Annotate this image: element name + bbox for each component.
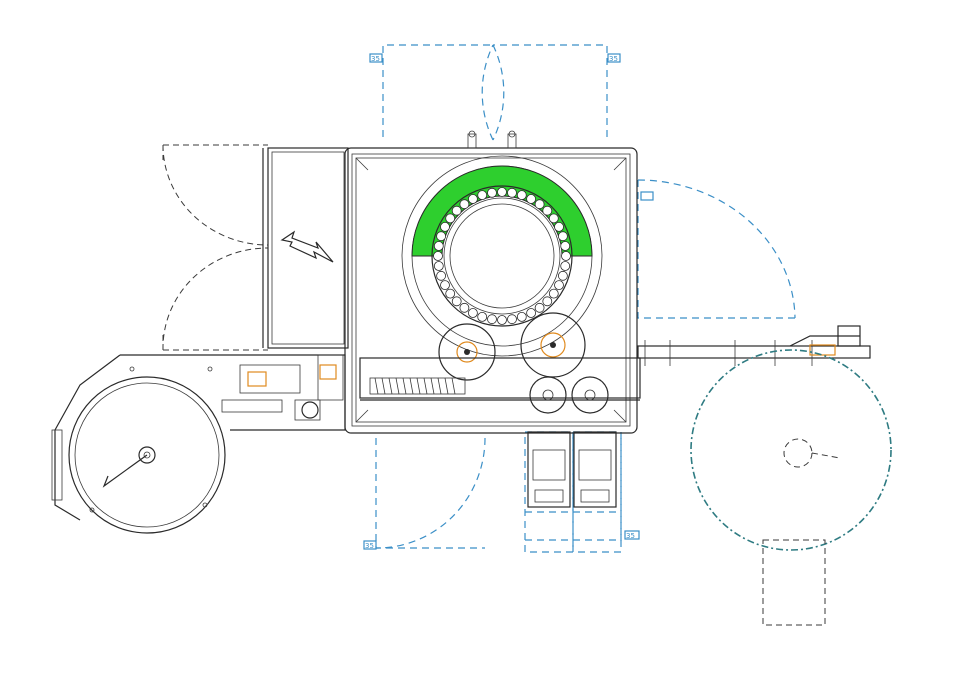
starwheel-pocket	[477, 190, 488, 201]
starwheel-pocket	[558, 270, 568, 281]
starwheel-pocket	[526, 194, 536, 204]
electric-hazard-icon	[280, 230, 334, 263]
starwheel-pocket	[440, 280, 450, 291]
green-pocket-zone	[411, 165, 593, 257]
door-swing-bottom: 35 35	[363, 431, 640, 553]
feed-screw	[359, 357, 641, 401]
starwheel-pocket	[433, 241, 444, 251]
door-swing-top: 35 35	[369, 44, 621, 141]
starwheel-pocket	[554, 221, 564, 232]
starwheel-pocket	[487, 187, 497, 198]
door-tag-top-left	[369, 53, 383, 63]
door-swing-left	[162, 144, 269, 351]
label-reel-right	[690, 349, 892, 626]
starwheel-pocket	[558, 231, 568, 242]
starwheel-pocket	[459, 199, 470, 210]
starwheel-pocket	[445, 213, 456, 224]
starwheel-pocket	[534, 199, 545, 210]
starwheel-pocket	[561, 251, 571, 261]
main-starwheel	[401, 155, 603, 357]
door-tag-bottom-left-label: 35	[365, 542, 374, 550]
starwheel-pocket	[467, 308, 478, 318]
starwheel-pocket	[542, 296, 553, 307]
starwheel-pocket	[451, 296, 462, 307]
door-tag-top-right-label: 35	[609, 55, 618, 63]
door-tag-bottom-right-label: 35	[626, 532, 635, 540]
door-swing-right	[637, 179, 796, 319]
starwheel-pocket	[487, 314, 497, 325]
starwheel-pocket	[459, 302, 470, 313]
transfer-starwheels	[438, 312, 609, 414]
door-tag-top-right	[607, 53, 621, 63]
starwheel-pocket	[436, 231, 447, 242]
main-enclosure	[344, 130, 638, 434]
label-unwinder	[51, 354, 346, 534]
starwheel-pocket	[433, 261, 444, 271]
starwheel-pocket	[526, 308, 536, 318]
door-tag-top-left-label: 35	[371, 55, 380, 63]
starwheel-pocket	[507, 187, 517, 198]
starwheel-pocket	[516, 311, 527, 322]
starwheel-pocket	[516, 190, 527, 201]
starwheel-pocket	[477, 311, 488, 322]
starwheel-pocket	[445, 288, 456, 299]
starwheel-pocket	[497, 315, 507, 325]
starwheel-pocket	[497, 187, 507, 197]
starwheel-pocket	[560, 241, 571, 251]
starwheel-pockets	[433, 187, 571, 325]
starwheel-pocket	[436, 270, 447, 281]
starwheel-pocket	[467, 194, 478, 204]
starwheel-pocket	[560, 261, 571, 271]
starwheel-pocket	[440, 221, 450, 232]
starwheel-pocket	[433, 251, 443, 261]
starwheel-pocket	[542, 205, 553, 216]
starwheel-pocket	[554, 280, 564, 291]
output-packs	[527, 431, 617, 508]
starwheel-pocket	[548, 213, 559, 224]
starwheel-pocket	[507, 314, 517, 325]
infeed-conveyor	[637, 325, 871, 366]
starwheel-pocket	[534, 302, 545, 313]
starwheel-pocket	[451, 205, 462, 216]
electrical-cabinet	[262, 147, 349, 349]
starwheel-pocket	[548, 288, 559, 299]
